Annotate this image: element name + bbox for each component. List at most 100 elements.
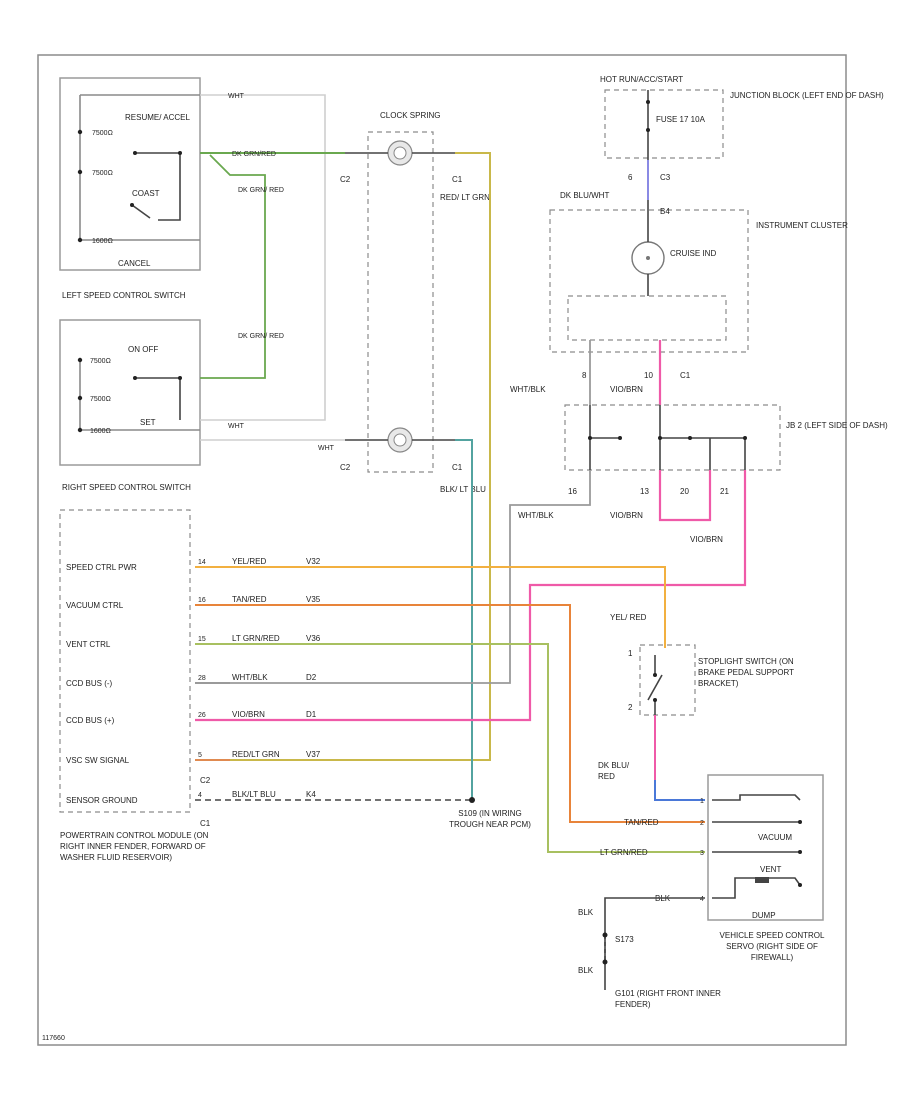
junction-title: JUNCTION BLOCK (LEFT END OF DASH) xyxy=(730,91,884,100)
right-onoff-label: ON OFF xyxy=(128,345,158,354)
ground-blk1: BLK xyxy=(578,908,594,917)
stoplight-switch: YEL/ RED 1 2 STOPLIGHT SWITCH (ON BRAKE … xyxy=(598,613,794,781)
pcm-row-pin: 26 xyxy=(198,712,206,719)
pcm-row-pin: 4 xyxy=(198,792,202,799)
servo-p1: 1 xyxy=(700,798,704,805)
junction-c3: C3 xyxy=(660,173,671,182)
jb2-p13: 13 xyxy=(640,487,649,496)
left-cancel-label: CANCEL xyxy=(118,259,151,268)
left-wire-dkgrn2: DK GRN/ RED xyxy=(238,187,284,194)
jb2-p21: 21 xyxy=(720,487,729,496)
pcm-row-pin: 14 xyxy=(198,559,206,566)
pcm-row-label: VENT CTRL xyxy=(66,640,111,649)
pcm-row-pin: 5 xyxy=(198,752,202,759)
right-wire-wht2: WHT xyxy=(318,445,335,452)
jb2-wire-viobrn3: VIO/BRN xyxy=(690,535,723,544)
jb2-wire-whtblk: WHT/BLK xyxy=(510,385,546,394)
servo-p4: 4 xyxy=(700,896,704,903)
clock-red-ltgrn: RED/ LT GRN xyxy=(440,193,490,202)
pcm-row-label: SENSOR GROUND xyxy=(66,796,138,805)
junction-fuse: FUSE 17 10A xyxy=(656,115,706,124)
pcm-row-circuit: V36 xyxy=(306,634,321,643)
pcm-row-circuit: V37 xyxy=(306,750,321,759)
ground-blk2: BLK xyxy=(578,966,594,975)
clock-spring: CLOCK SPRING C2 C1 C2 C1 RED/ LT GRN BLK… xyxy=(340,111,490,494)
right-speed-control-switch: 7500Ω 7500Ω 1600Ω ON OFF SET xyxy=(59,319,201,466)
stoplight-out: DK BLU/ RED xyxy=(598,761,630,781)
pcm-row-wire: VIO/BRN xyxy=(232,710,265,719)
ground-g101: BLK S173 BLK G101 (RIGHT FRONT INNER FEN… xyxy=(578,897,721,1009)
cluster-pin8: 8 xyxy=(582,371,587,380)
clock-c2b: C2 xyxy=(340,463,351,472)
right-r1: 7500Ω xyxy=(90,358,111,365)
pcm-row-wire: LT GRN/RED xyxy=(232,634,280,643)
stoplight-title: STOPLIGHT SWITCH (ON BRAKE PEDAL SUPPORT… xyxy=(698,657,794,688)
servo-p2: 2 xyxy=(700,820,704,827)
servo-wire-tanred: TAN/RED xyxy=(624,818,659,827)
servo-wire-ltgrnred: LT GRN/RED xyxy=(600,848,648,857)
left-r3: 1600Ω xyxy=(92,238,113,245)
pcm-row-label: VACUUM CTRL xyxy=(66,601,124,610)
pcm-row-wire: YEL/RED xyxy=(232,557,266,566)
servo-vent: VENT xyxy=(760,865,781,874)
right-set-label: SET xyxy=(140,418,156,427)
left-coast-label: COAST xyxy=(132,189,160,198)
footer-code: 117660 xyxy=(42,1035,65,1042)
ground-title: G101 (RIGHT FRONT INNER FENDER) xyxy=(615,989,721,1009)
right-switch-title: RIGHT SPEED CONTROL SWITCH xyxy=(62,483,191,492)
clock-c2a: C2 xyxy=(340,175,351,184)
splice-title: S109 (IN WIRING TROUGH NEAR PCM) xyxy=(449,809,531,829)
pcm-row-circuit: D1 xyxy=(306,710,317,719)
clock-c1b: C1 xyxy=(452,463,463,472)
jb2: WHT/BLK VIO/BRN JB 2 (LEFT SIDE OF DASH)… xyxy=(510,385,888,544)
jb2-wire-viobrn: VIO/BRN xyxy=(610,385,643,394)
right-r3: 1600Ω xyxy=(90,428,111,435)
left-r2: 7500Ω xyxy=(92,170,113,177)
clock-spring-title: CLOCK SPRING xyxy=(380,111,440,120)
right-wire-wht: WHT xyxy=(228,423,245,430)
stoplight-pin2: 2 xyxy=(628,703,633,712)
cluster-lamp: CRUISE IND xyxy=(670,249,716,258)
junction-pin6: 6 xyxy=(628,173,633,182)
cluster-title: INSTRUMENT CLUSTER xyxy=(756,221,848,230)
cluster-c1: C1 xyxy=(680,371,691,380)
servo-p3: 3 xyxy=(700,850,704,857)
pcm-title: POWERTRAIN CONTROL MODULE (ON RIGHT INNE… xyxy=(60,831,209,862)
pcm-row-label: CCD BUS (-) xyxy=(66,679,113,688)
servo-title: VEHICLE SPEED CONTROL SERVO (RIGHT SIDE … xyxy=(719,931,825,962)
stoplight-wire: YEL/ RED xyxy=(610,613,647,622)
pcm-row-wire: RED/LT GRN xyxy=(232,750,280,759)
switch-wiring: WHT DK GRN/RED DK GRN/ RED DK GRN/ RED W… xyxy=(200,93,345,452)
pcm-row-wire: BLK/LT BLU xyxy=(232,790,276,799)
cluster-pin10: 10 xyxy=(644,371,653,380)
vehicle-speed-control-servo: VACUUM VENT DUMP TAN/RED LT GRN/RED BLK … xyxy=(600,774,825,962)
left-switch-title: LEFT SPEED CONTROL SWITCH xyxy=(62,291,186,300)
pcm-row-pin: 16 xyxy=(198,597,206,604)
pcm-row-wire: WHT/BLK xyxy=(232,673,268,682)
pcm-row-circuit: V35 xyxy=(306,595,321,604)
clock-c1a: C1 xyxy=(452,175,463,184)
left-wire-dkgrn: DK GRN/RED xyxy=(232,151,276,158)
pcm-row-label: CCD BUS (+) xyxy=(66,716,115,725)
pcm-row-circuit: D2 xyxy=(306,673,317,682)
cluster-wire: DK BLU/WHT xyxy=(560,191,609,200)
pcm-c2: C2 xyxy=(200,776,211,785)
right-r2: 7500Ω xyxy=(90,396,111,403)
jb2-title: JB 2 (LEFT SIDE OF DASH) xyxy=(786,421,888,430)
left-wire-wht: WHT xyxy=(228,93,245,100)
servo-dump: DUMP xyxy=(752,911,776,920)
jb2-wire-whtblk2: WHT/BLK xyxy=(518,511,554,520)
jb2-wire-viobrn2: VIO/BRN xyxy=(610,511,643,520)
servo-vacuum: VACUUM xyxy=(758,833,792,842)
pcm-row-label: VSC SW SIGNAL xyxy=(66,756,130,765)
junction-block: HOT RUN/ACC/START FUSE 17 10A JUNCTION B… xyxy=(600,75,884,210)
right-wire-dkgrn: DK GRN/ RED xyxy=(238,333,284,340)
diagram-border xyxy=(37,54,847,1046)
pcm-row-circuit: V32 xyxy=(306,557,321,566)
left-resume-label: RESUME/ ACCEL xyxy=(125,113,190,122)
pcm-row-pin: 15 xyxy=(198,636,206,643)
pcm-row-wire: TAN/RED xyxy=(232,595,267,604)
jb2-p16: 16 xyxy=(568,487,577,496)
